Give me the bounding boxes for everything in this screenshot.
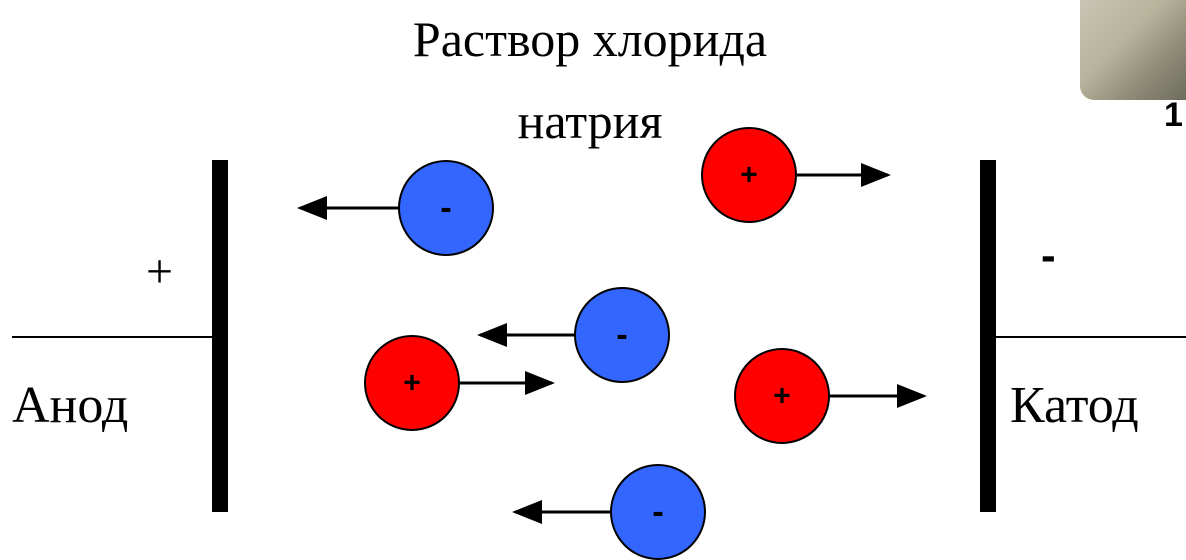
cation-ion: + — [364, 335, 555, 431]
cathode-label: Катод — [1010, 377, 1139, 434]
anion-ion: - — [477, 287, 670, 383]
anion-ion: - — [512, 464, 706, 560]
cathode-electrode — [980, 160, 996, 512]
cation-ion: + — [701, 127, 891, 223]
anode-electrode — [212, 160, 228, 512]
cation-charge-sign: + — [773, 380, 791, 413]
anode-label: Анод — [12, 377, 129, 434]
cation-circle — [364, 335, 460, 431]
anion-circle — [610, 464, 706, 560]
anion-ion: - — [297, 160, 494, 256]
ions-layer: - + - + + - — [297, 127, 927, 560]
anion-charge-sign: - — [440, 189, 451, 227]
title-line-1: Раствор хлорида — [412, 11, 768, 67]
cation-charge-sign: + — [403, 367, 421, 400]
anion-charge-sign: - — [616, 316, 627, 354]
cation-ion: + — [734, 348, 927, 444]
slide-number: 1 — [1164, 96, 1183, 134]
title-line-2: натрия — [517, 93, 663, 149]
corner-photo — [1080, 0, 1186, 100]
anion-charge-sign: - — [652, 493, 663, 531]
anion-circle — [574, 287, 670, 383]
cation-charge-sign: + — [740, 159, 758, 192]
cathode-sign: - — [1041, 231, 1056, 280]
anion-circle — [398, 160, 494, 256]
anode-sign: + — [146, 245, 174, 298]
cation-circle — [701, 127, 797, 223]
cation-circle — [734, 348, 830, 444]
